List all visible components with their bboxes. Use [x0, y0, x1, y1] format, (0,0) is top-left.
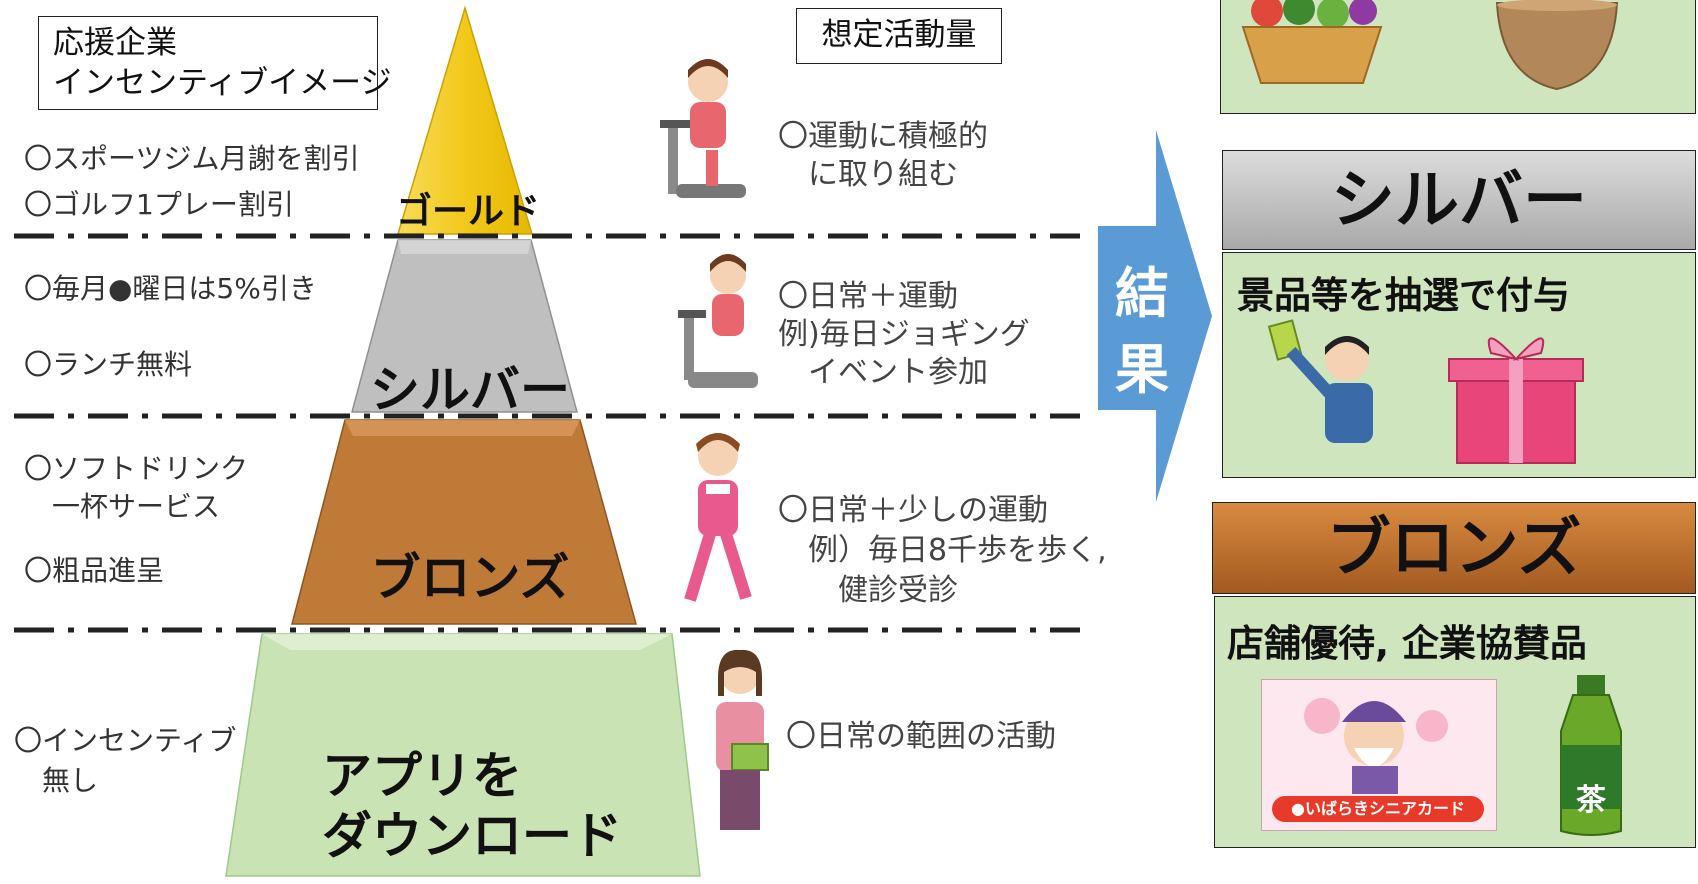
incentive-app-1: 〇インセンティブ [14, 724, 237, 757]
tier-label-app-line2: ダウンロード [322, 807, 622, 865]
silver-reward-panel: 景品等を抽選で付与 [1222, 252, 1696, 478]
activity-bronze-3: 健診受診 [778, 573, 958, 608]
result-label-2: 果 [1115, 338, 1169, 401]
exercise-bike-person-icon [660, 59, 746, 198]
legend-line2: インセンティブイメージ [53, 65, 392, 101]
tier-label-bronze: ブロンズ [370, 549, 570, 607]
incentive-silver-1: 〇毎月●曜日は5%引き [24, 272, 317, 305]
bronze-panel-text: 店舗優待, 企業協賛品 [1227, 622, 1587, 665]
result-label-1: 結 [1115, 262, 1169, 325]
legend-line1: 応援企業 [53, 25, 177, 61]
activity-silver-2: 例)毎日ジョギング [778, 317, 1030, 352]
incentive-silver-2: 〇ランチ無料 [24, 348, 193, 381]
lottery-ticket-person-icon [1267, 319, 1373, 443]
activity-silver-3: イベント参加 [778, 355, 988, 390]
activity-bronze-1: 〇日常＋少しの運動 [778, 493, 1048, 528]
result-arrow [1098, 130, 1212, 502]
gift-box-icon [1448, 337, 1584, 464]
silver-reward-header: シルバー [1222, 150, 1696, 250]
incentive-gold-2: 〇ゴルフ1プレー割引 [24, 188, 294, 221]
tea-label: 茶 [1576, 783, 1606, 818]
exercise-bike-person-icon [678, 254, 758, 388]
tier-label-gold: ゴールド [396, 191, 541, 232]
tier-label-app-line1: アプリを [322, 747, 522, 805]
incentive-app-2: 無し [14, 764, 99, 797]
silver-panel-text: 景品等を抽選で付与 [1237, 274, 1570, 317]
bronze-reward-header: ブロンズ [1212, 502, 1696, 594]
incentive-gold-1: 〇スポーツジム月謝を割引 [24, 142, 360, 175]
incentive-bronze-3: 〇粗品進呈 [24, 554, 165, 587]
activity-silver-1: 〇日常＋運動 [778, 279, 958, 314]
senior-card-label: ●いばらきシニアカード [1272, 796, 1484, 822]
legend-box: 応援企業 インセンティブイメージ [38, 16, 392, 110]
bronze-panel-title: ブロンズ [1326, 512, 1582, 586]
activity-gold-1: 〇運動に積極的 [778, 119, 988, 154]
silver-panel-title: シルバー [1331, 164, 1587, 238]
activity-header: 想定活動量 [796, 8, 1002, 64]
activity-app-1: 〇日常の範囲の活動 [786, 719, 1056, 754]
walking-person-icon [684, 433, 752, 602]
activity-bronze-2: 例）毎日8千歩を歩く, [778, 533, 1107, 568]
activity-gold-2: に取り組む [778, 157, 958, 192]
ibaraki-senior-card-icon: ●いばらきシニアカード [1261, 679, 1497, 831]
bronze-reward-panel: 店舗優待, 企業協賛品 ●いばらきシニアカード 茶 [1214, 596, 1696, 848]
tier-label-silver: シルバー [370, 361, 570, 419]
incentive-bronze-2: 一杯サービス [24, 490, 221, 523]
green-tea-bottle-icon [1560, 675, 1622, 836]
shopping-person-icon [716, 649, 769, 830]
rice-bowl-icon [1495, 0, 1619, 91]
vegetable-basket-icon [1241, 0, 1383, 84]
incentive-bronze-1: 〇ソフトドリンク [24, 452, 249, 485]
gold-reward-panel [1220, 0, 1696, 114]
